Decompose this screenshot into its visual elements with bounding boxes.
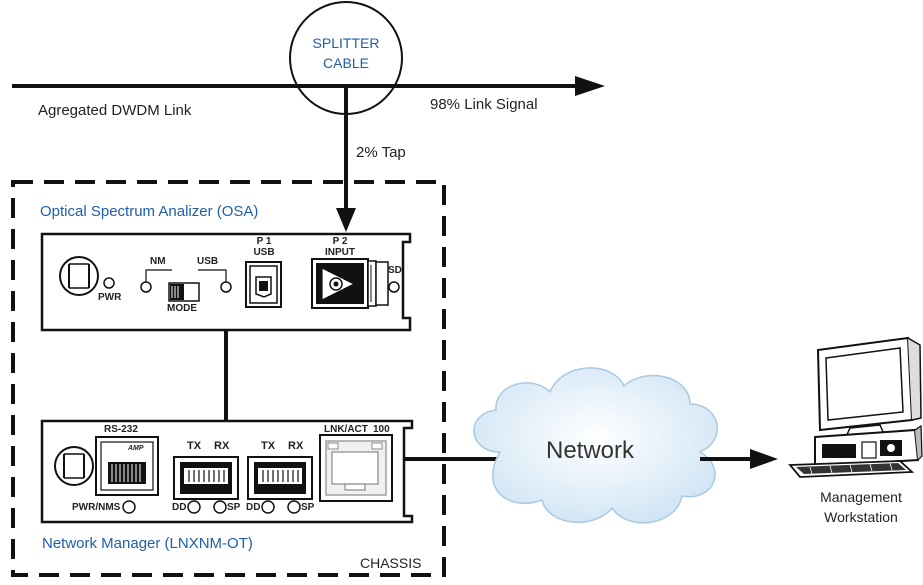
osa-title: Optical Spectrum Analizer (OSA) <box>40 203 259 220</box>
rx1-label: RX <box>214 440 230 452</box>
pwr-nms-label: PWR/NMS <box>72 502 121 513</box>
dd-led-1 <box>187 500 201 514</box>
network-workstation-arrow <box>700 449 778 469</box>
workstation-label-line2: Workstation <box>824 509 898 525</box>
speed-label: 100 <box>373 424 390 435</box>
nm-label: NM <box>150 256 166 267</box>
rs232-label: RS-232 <box>104 424 138 435</box>
usb-port[interactable] <box>245 261 282 308</box>
mode-label: MODE <box>167 303 197 314</box>
nm-led <box>140 281 152 293</box>
p1-usb-label: USB <box>253 247 275 258</box>
workstation-label-line1: Management <box>820 489 902 505</box>
sp-led-1 <box>213 500 227 514</box>
tap-arrow <box>336 86 356 232</box>
dd-led-2 <box>261 500 275 514</box>
amp-label: AMP <box>128 445 144 452</box>
tx2-label: TX <box>261 440 276 452</box>
splitter-label-line2: CABLE <box>323 55 369 71</box>
sp2-label: SP <box>301 502 315 513</box>
aggregated-link-label: Agregated DWDM Link <box>38 102 192 119</box>
sd-label: SD <box>388 265 402 276</box>
p2-input-label: INPUT <box>325 247 355 258</box>
osa-pwr-led <box>103 277 115 289</box>
manager-knob <box>54 446 94 486</box>
usb-switch-label: USB <box>197 256 219 267</box>
workstation-icon <box>788 336 923 478</box>
sp-led-2 <box>287 500 301 514</box>
dd1-label: DD <box>172 502 187 513</box>
chassis-label: CHASSIS <box>360 555 422 571</box>
osa-knob <box>59 256 99 296</box>
chassis-border <box>11 180 446 577</box>
p2-label: P 2 <box>332 236 348 247</box>
link-signal-label: 98% Link Signal <box>430 96 538 113</box>
network-label: Network <box>546 437 635 464</box>
rx2-label: RX <box>288 440 304 452</box>
dd2-label: DD <box>246 502 261 513</box>
tx1-label: TX <box>187 440 202 452</box>
manager-title: Network Manager (LNXNM-OT) <box>42 535 253 552</box>
sd-led <box>388 281 400 293</box>
network-cloud <box>473 367 718 524</box>
osa-pwr-label: PWR <box>98 292 122 303</box>
manager-card <box>40 419 414 524</box>
pwr-nms-led <box>122 500 136 514</box>
sp1-label: SP <box>227 502 241 513</box>
usb-led <box>220 281 232 293</box>
p1-label: P 1 <box>256 236 272 247</box>
splitter-label-line1: SPLITTER <box>312 35 380 51</box>
osa-card <box>40 232 412 332</box>
tap-label: 2% Tap <box>356 144 406 161</box>
lnk-act-label: LNK/ACT <box>324 424 368 435</box>
